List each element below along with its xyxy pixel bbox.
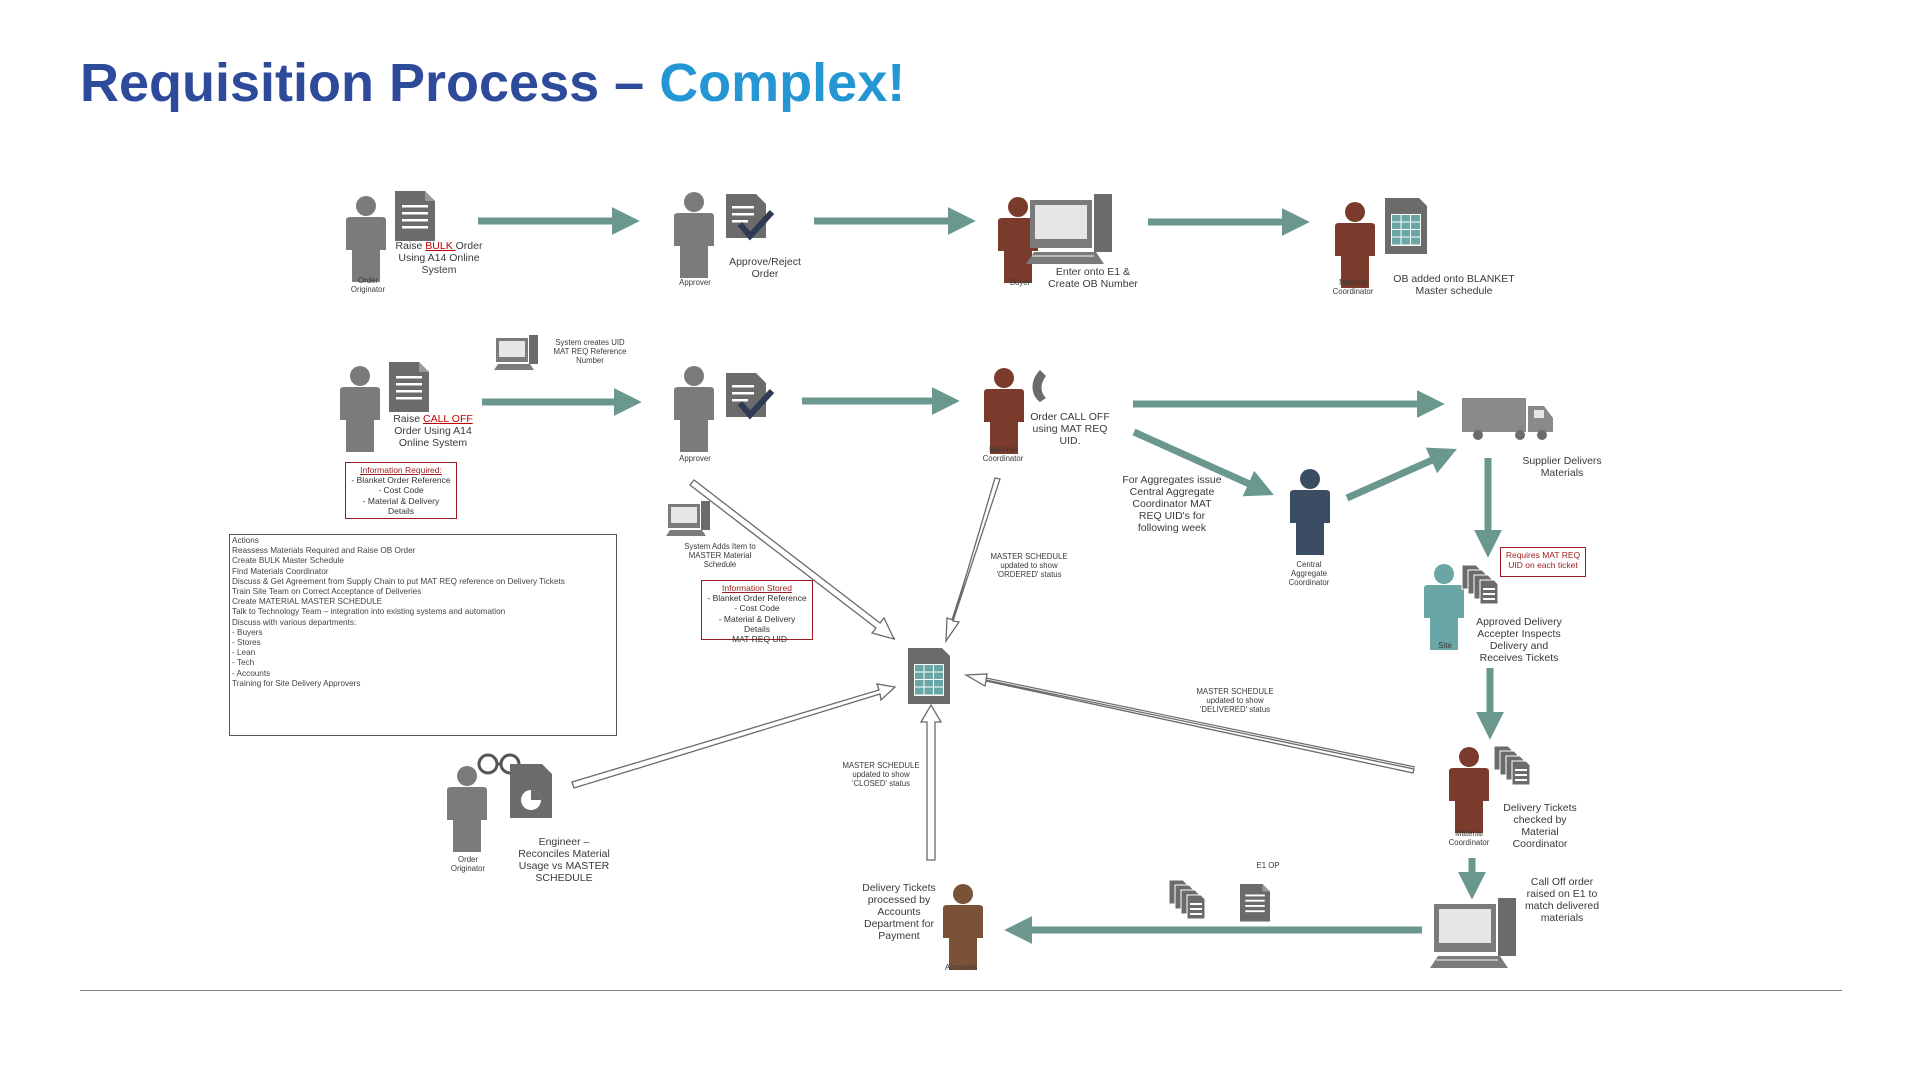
actions-line: Create BULK Master Schedule bbox=[232, 556, 344, 566]
actions-line: Training for Site Delivery Approvers bbox=[232, 678, 361, 688]
actions-line: - Buyers bbox=[232, 627, 263, 637]
accounts-role: Accounts bbox=[944, 963, 978, 972]
actions-line: - Accounts bbox=[232, 668, 271, 678]
title-part-2: Complex! bbox=[659, 53, 906, 113]
central-aggregate-coordinator-role: Central Aggregate Coordinator bbox=[1288, 560, 1330, 587]
actions-line: Actions bbox=[232, 536, 259, 545]
actions-line: Train Site Team on Correct Acceptance of… bbox=[232, 587, 422, 597]
accounts-processing-label: Delivery Tickets processed by Accounts D… bbox=[862, 882, 936, 943]
information-required-box: Information Required: - Blanket Order Re… bbox=[345, 462, 457, 519]
approver-2-role: Approver bbox=[679, 454, 711, 463]
raise-calloff-label: Raise CALL OFF Order Using A14 Online Sy… bbox=[380, 413, 486, 449]
info-required-line: - Cost Code bbox=[378, 485, 424, 496]
material-coordinator-3-role: Material Coordinator bbox=[1448, 829, 1490, 847]
title-part-1: Requisition Process – bbox=[80, 53, 660, 113]
information-stored-heading: Information Stored bbox=[722, 583, 792, 593]
ob-added-label: OB added onto BLANKET Master schedule bbox=[1393, 273, 1515, 298]
requires-mat-req-box: Requires MAT REQ UID on each ticket bbox=[1500, 547, 1586, 577]
truck-icon bbox=[1462, 398, 1553, 440]
buyer-role: Buyer bbox=[1009, 278, 1031, 287]
actions-line: - Stores bbox=[232, 638, 261, 648]
phone-icon bbox=[1032, 370, 1046, 402]
master-schedule-closed-label: MASTER SCHEDULE updated to show 'CLOSED'… bbox=[842, 761, 920, 788]
material-coordinator-role: Material Coordinator bbox=[1332, 278, 1374, 296]
calloff-order-label: Call Off order raised on E1 to match del… bbox=[1524, 876, 1600, 925]
page-title: Requisition Process – Complex! bbox=[80, 52, 905, 114]
order-originator-3-role: Order Originator bbox=[450, 855, 486, 873]
info-stored-line: - Cost Code bbox=[734, 603, 780, 614]
requires-mat-req-text: Requires MAT REQ UID on each ticket bbox=[1505, 550, 1581, 571]
actions-line: Reassess Materials Required and Raise OB… bbox=[232, 546, 416, 556]
raise-bulk-post: Order Using A14 Online System bbox=[398, 240, 483, 277]
approver-role: Approver bbox=[679, 278, 711, 287]
site-role: Site bbox=[1438, 641, 1452, 650]
arrow-closed-to-schedule bbox=[919, 703, 943, 861]
raise-calloff-post: Order Using A14 Online System bbox=[394, 425, 472, 450]
site-inspects-label: Approved Delivery Accepter Inspects Deli… bbox=[1476, 616, 1562, 665]
arrow-to-central-coordinator bbox=[1132, 428, 1274, 497]
information-required-heading: Information Required: bbox=[360, 465, 442, 475]
e1-op-label: E1 OP bbox=[1256, 861, 1280, 870]
arrow-central-to-supplier bbox=[1345, 447, 1457, 502]
info-stored-line: - MAT REQ UID bbox=[726, 633, 788, 644]
actions-line: Discuss with various departments: bbox=[232, 617, 357, 627]
master-schedule-ordered-label: MASTER SCHEDULE updated to show 'ORDERED… bbox=[990, 552, 1068, 579]
arrow-ordered-to-schedule bbox=[945, 477, 1001, 644]
arrow-approver-to-schedule bbox=[689, 479, 896, 640]
info-required-line: Details bbox=[388, 505, 414, 516]
arrow-engineer-to-schedule bbox=[571, 683, 897, 789]
raise-calloff-pre: Raise bbox=[393, 413, 423, 425]
arrow-delivered-to-schedule bbox=[963, 673, 1415, 774]
info-stored-line: - Blanket Order Reference bbox=[707, 593, 807, 604]
actions-line: - Lean bbox=[232, 648, 256, 658]
info-required-line: - Material & Delivery bbox=[362, 495, 440, 506]
buyer-label: Enter onto E1 & Create OB Number bbox=[1048, 266, 1138, 291]
engineer-reconciles-label: Engineer – Reconciles Material Usage vs … bbox=[518, 836, 610, 885]
info-stored-line: Details bbox=[744, 623, 770, 634]
actions-box: Actions Reassess Materials Required and … bbox=[229, 534, 617, 736]
material-coordinator-2-role: Material Coordinator bbox=[982, 445, 1024, 463]
system-adds-label: System Adds Item to MASTER Material Sche… bbox=[684, 542, 756, 569]
actions-line: Discuss & Get Agreement from Supply Chai… bbox=[232, 576, 565, 586]
raise-bulk-pre: Raise bbox=[395, 240, 426, 252]
order-originator-role: Order Originator bbox=[350, 276, 386, 294]
delivery-tickets-checked-label: Delivery Tickets checked by Material Coo… bbox=[1503, 802, 1577, 851]
master-schedule-delivered-label: MASTER SCHEDULE updated to show 'DELIVER… bbox=[1196, 687, 1274, 714]
actions-line: Find Materials Coordinator bbox=[232, 566, 329, 576]
actions-line: Create MATERIAL MASTER SCHEDULE bbox=[232, 597, 383, 607]
system-creates-uid-label: System creates UID MAT REQ Reference Num… bbox=[553, 338, 627, 365]
information-stored-box: Information Stored - Blanket Order Refer… bbox=[701, 580, 813, 644]
chart-document-icon bbox=[510, 764, 552, 818]
raise-bulk-order-label: Raise BULK Order Using A14 Online System bbox=[386, 240, 492, 276]
aggregates-label: For Aggregates issue Central Aggregate C… bbox=[1122, 474, 1222, 535]
raise-bulk-highlight: BULK bbox=[425, 240, 456, 252]
order-calloff-label: Order CALL OFF using MAT REQ UID. bbox=[1030, 411, 1110, 448]
supplier-delivers-label: Supplier Delivers Materials bbox=[1522, 455, 1602, 480]
actions-line: - Tech bbox=[232, 658, 255, 668]
actions-line: Talk to Technology Team – integration in… bbox=[232, 607, 506, 617]
info-stored-line: - Material & Delivery bbox=[718, 613, 796, 624]
info-required-line: - Blanket Order Reference bbox=[351, 475, 451, 486]
bottom-rule-divider bbox=[80, 990, 1842, 991]
approve-reject-label: Approve/Reject Order bbox=[729, 256, 801, 281]
raise-calloff-highlight: CALL OFF bbox=[422, 413, 473, 425]
